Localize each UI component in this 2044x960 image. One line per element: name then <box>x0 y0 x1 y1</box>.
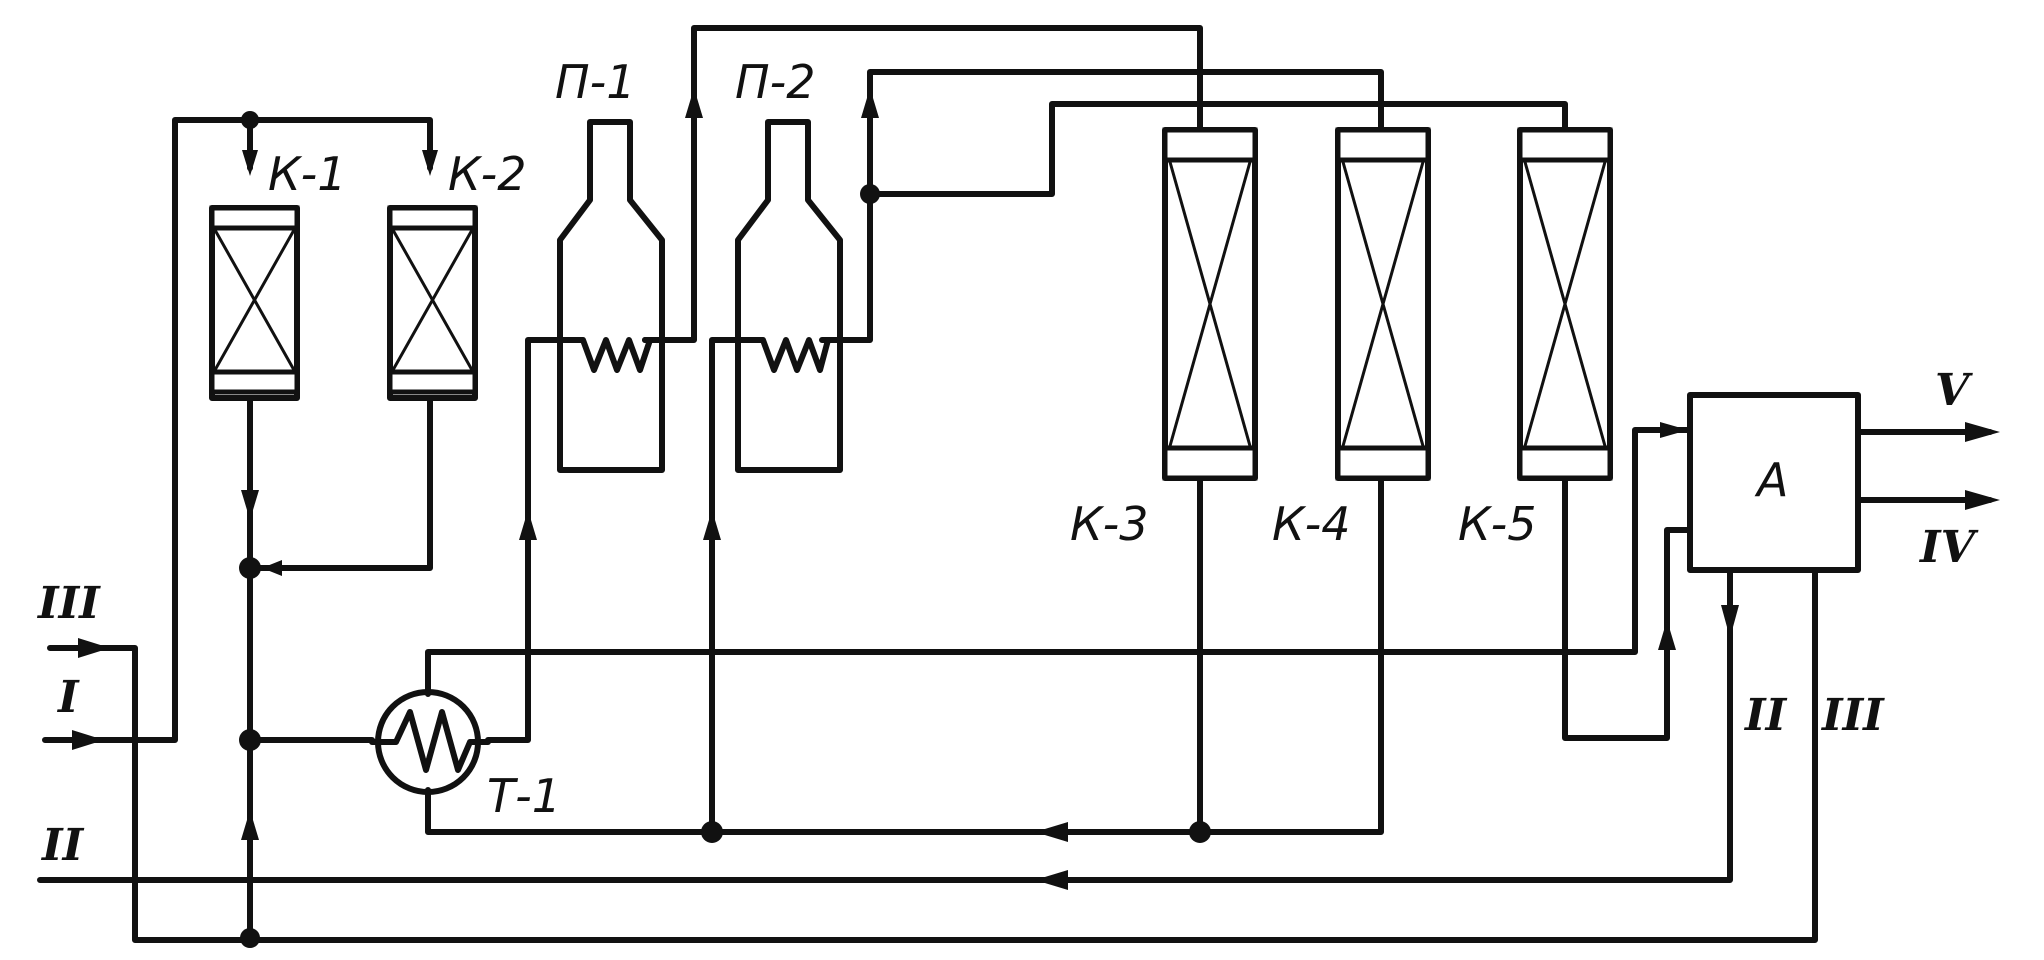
flow-arrows <box>72 88 2000 890</box>
p1-to-k3-line <box>642 25 1203 343</box>
label-output-ii: II <box>1743 690 1788 741</box>
furnace-p2 <box>735 119 843 473</box>
label-k3: К-3 <box>1070 497 1149 551</box>
p2-outlet-line <box>819 69 1384 343</box>
lower-return-line <box>425 462 1384 835</box>
junction-dots <box>239 111 1211 948</box>
arrow-collector-down <box>241 490 259 520</box>
arrow-up-to-p2 <box>703 510 721 540</box>
p1-coil <box>567 337 653 373</box>
label-input-ii: II <box>40 820 85 871</box>
reactor-k4 <box>1335 127 1431 481</box>
reactor-k1 <box>209 205 300 401</box>
label-output-iv: IV <box>1918 522 1979 573</box>
arrow-output-v <box>1965 422 2000 442</box>
label-k1: К-1 <box>268 147 347 201</box>
k5-bottom-line <box>1562 462 1693 741</box>
stream-ii-line <box>37 567 1733 883</box>
label-k5: К-5 <box>1458 497 1537 551</box>
pipelines <box>37 25 1993 943</box>
label-output-iii: III <box>1820 690 1885 741</box>
p2-manifold-k5 <box>867 101 1568 197</box>
label-k2: К-2 <box>448 147 527 201</box>
unit-a-box <box>1687 392 1861 573</box>
reactor-k3 <box>1162 127 1258 481</box>
furnace-p1 <box>557 119 665 473</box>
arrow-into-a-upper <box>1660 422 1688 438</box>
arrow-lower-line-left <box>1035 822 1068 842</box>
label-t1: Т-1 <box>487 769 561 823</box>
reactor-k2 <box>387 205 478 401</box>
arrow-out-a-ii <box>1721 605 1739 638</box>
arrow-up-after-p1 <box>685 88 703 118</box>
label-output-v: V <box>1935 365 1973 416</box>
stream-iii-line <box>47 567 1818 943</box>
label-p1: П-1 <box>555 55 635 109</box>
arrow-into-k2 <box>422 150 438 176</box>
arrow-output-iv <box>1965 490 2000 510</box>
label-input-iii: III <box>36 578 101 629</box>
label-p2: П-2 <box>735 55 815 109</box>
label-a: А <box>1754 453 1788 507</box>
heat-exchanger-t1 <box>369 689 491 795</box>
label-k4: К-4 <box>1272 497 1351 551</box>
arrow-collector-up <box>241 810 259 840</box>
label-input-i: I <box>56 672 80 723</box>
reactor-k5 <box>1517 127 1613 481</box>
feed-line-i <box>42 117 433 743</box>
arrow-into-k1 <box>242 150 258 176</box>
arrow-stream-ii-left <box>1035 870 1068 890</box>
arrow-up-after-p2 <box>861 88 879 118</box>
upper-return-line <box>425 427 1693 697</box>
labels: К-1 К-2 П-1 П-2 К-3 К-4 К-5 Т-1 А III I … <box>36 55 1979 871</box>
k2-outlet-line <box>247 395 433 571</box>
arrow-input-i <box>72 730 104 750</box>
arrow-into-a-lower <box>1658 620 1676 650</box>
p2-coil <box>747 337 831 373</box>
arrow-input-iii <box>78 638 110 658</box>
arrow-k2-into-collector <box>262 560 282 576</box>
arrow-up-to-p1 <box>519 510 537 540</box>
to-p2-line <box>709 337 753 835</box>
